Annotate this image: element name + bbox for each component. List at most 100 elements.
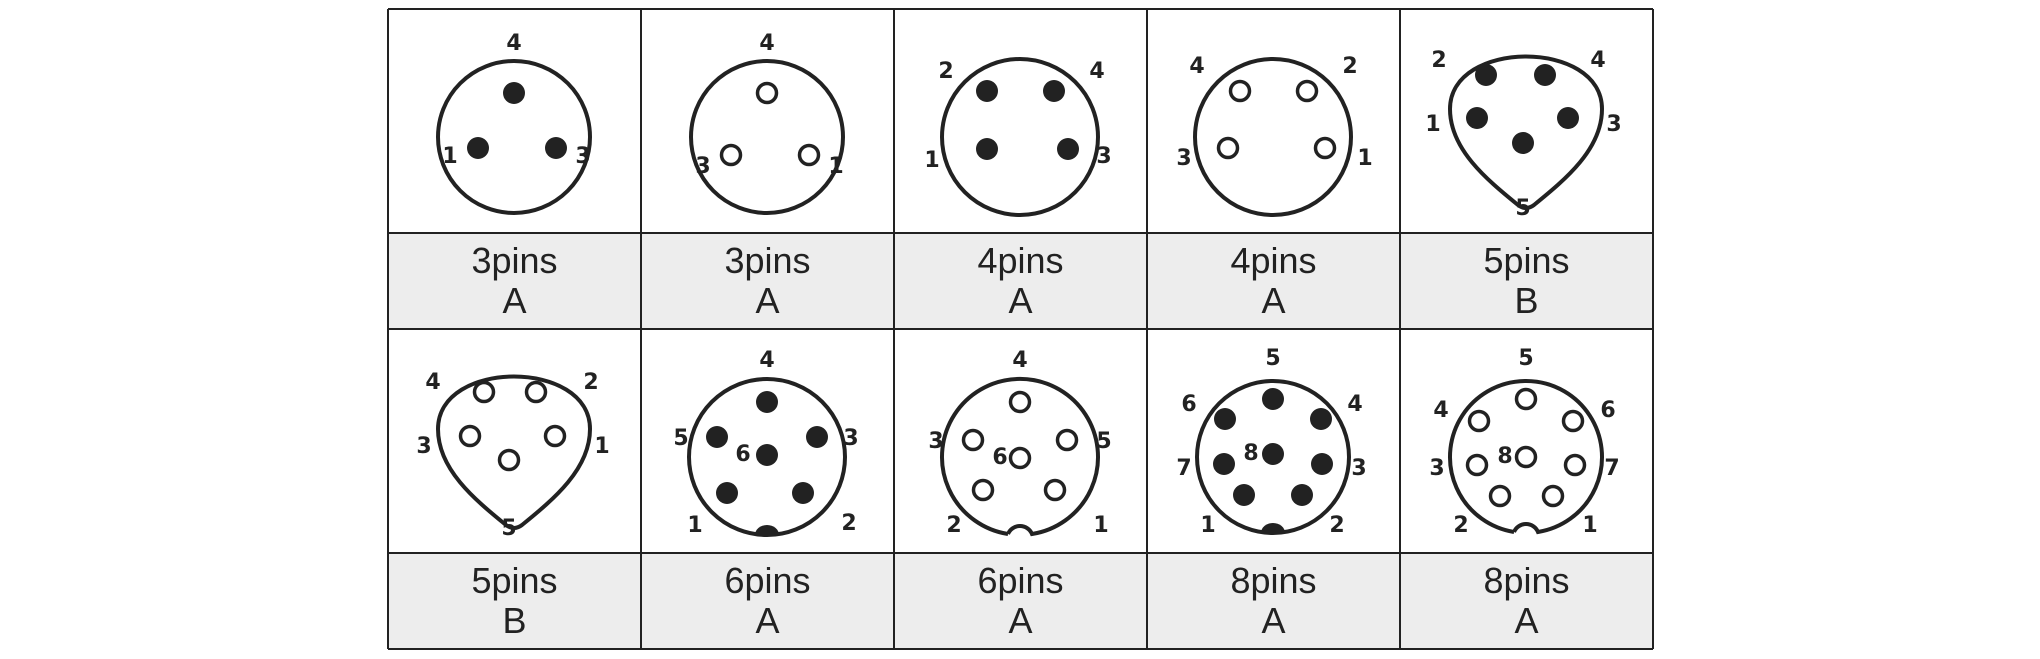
pin-number-1: 1 xyxy=(1200,513,1215,538)
pin-number-6: 6 xyxy=(735,442,750,467)
pin-number-7: 7 xyxy=(1604,456,1619,481)
pin-1 xyxy=(716,482,738,504)
connector-outline xyxy=(689,59,845,215)
pin-number-4: 4 xyxy=(425,370,440,395)
pin-number-2: 2 xyxy=(938,59,953,84)
pin-7 xyxy=(1213,453,1235,475)
pin-5 xyxy=(1055,428,1079,452)
pin-count-label: 3pins xyxy=(724,240,811,281)
connector-outline xyxy=(1193,57,1353,217)
pin-4 xyxy=(756,391,778,413)
pin-3 xyxy=(1057,138,1079,160)
pin-number-1: 1 xyxy=(924,148,939,173)
pin-number-5: 5 xyxy=(1265,346,1280,371)
pin-number-3: 3 xyxy=(843,426,858,451)
pin-number-2: 2 xyxy=(841,511,856,536)
pin-count-label: 5pins xyxy=(1483,240,1570,281)
pin-number-4: 4 xyxy=(1012,348,1027,373)
pin-number-6: 6 xyxy=(1600,398,1615,423)
pin-number-2: 2 xyxy=(1342,54,1357,79)
pin-3 xyxy=(545,137,567,159)
connector-outline xyxy=(940,376,1100,537)
pin-4 xyxy=(1043,80,1065,102)
pin-6 xyxy=(1008,446,1032,470)
pin-6 xyxy=(1561,409,1585,433)
pin-number-1: 1 xyxy=(1582,513,1597,538)
pin-3 xyxy=(719,143,743,167)
grid-line-horizontal xyxy=(388,552,1653,554)
pin-number-4: 4 xyxy=(759,31,774,56)
pin-2 xyxy=(976,80,998,102)
coding-label: A xyxy=(1261,280,1286,321)
pin-3 xyxy=(1216,136,1240,160)
pin-2 xyxy=(792,482,814,504)
pin-number-2: 2 xyxy=(1453,513,1468,538)
pin-number-5: 5 xyxy=(1515,196,1530,221)
pin-count-label: 6pins xyxy=(724,560,811,601)
pin-1 xyxy=(797,143,821,167)
pin-3 xyxy=(806,426,828,448)
pin-5 xyxy=(1262,388,1284,410)
connector-svg: 4 3 1 xyxy=(689,31,845,215)
pin-5 xyxy=(497,448,521,472)
pin-number-3: 3 xyxy=(1351,456,1366,481)
pin-4 xyxy=(1008,390,1032,414)
pin-3 xyxy=(961,428,985,452)
coding-label: A xyxy=(755,600,780,641)
pin-number-5: 5 xyxy=(1518,346,1533,371)
pin-number-6: 6 xyxy=(1181,392,1196,417)
pin-1 xyxy=(1466,107,1488,129)
pin-count-label: 8pins xyxy=(1230,560,1317,601)
pin-number-3: 3 xyxy=(695,154,710,179)
pin-number-7: 7 xyxy=(1176,456,1191,481)
coding-label: A xyxy=(1008,280,1033,321)
coding-label: A xyxy=(755,280,780,321)
pin-number-4: 4 xyxy=(1347,392,1362,417)
coding-label: A xyxy=(1261,600,1286,641)
pin-number-4: 4 xyxy=(1433,398,1448,423)
pin-number-3: 3 xyxy=(1176,146,1191,171)
pin-1 xyxy=(467,137,489,159)
pin-3 xyxy=(1465,453,1489,477)
pin-1 xyxy=(1043,478,1067,502)
connector-outline xyxy=(1447,54,1605,210)
pin-number-1: 1 xyxy=(687,513,702,538)
pin-number-4: 4 xyxy=(1089,59,1104,84)
pin-1 xyxy=(1313,136,1337,160)
pin-5 xyxy=(1512,132,1534,154)
connector-diagram-2: 4 3 1 xyxy=(641,9,894,233)
coding-label: A xyxy=(502,280,527,321)
pin-5 xyxy=(1514,387,1538,411)
pin-4 xyxy=(755,81,779,105)
pin-4 xyxy=(1228,79,1252,103)
pin-count-label: 8pins xyxy=(1483,560,1570,601)
pin-number-5: 5 xyxy=(673,426,688,451)
pin-number-1: 1 xyxy=(828,154,843,179)
pin-number-8: 8 xyxy=(1243,441,1258,466)
pin-number-6: 6 xyxy=(992,445,1007,470)
pin-4 xyxy=(1467,409,1491,433)
pin-number-3: 3 xyxy=(416,434,431,459)
pin-count-label: 6pins xyxy=(977,560,1064,601)
pin-number-1: 1 xyxy=(1357,146,1372,171)
pin-4 xyxy=(1310,408,1332,430)
pin-2 xyxy=(1475,64,1497,86)
pin-6 xyxy=(756,444,778,466)
pin-1 xyxy=(976,138,998,160)
pin-count-label: 4pins xyxy=(1230,240,1317,281)
